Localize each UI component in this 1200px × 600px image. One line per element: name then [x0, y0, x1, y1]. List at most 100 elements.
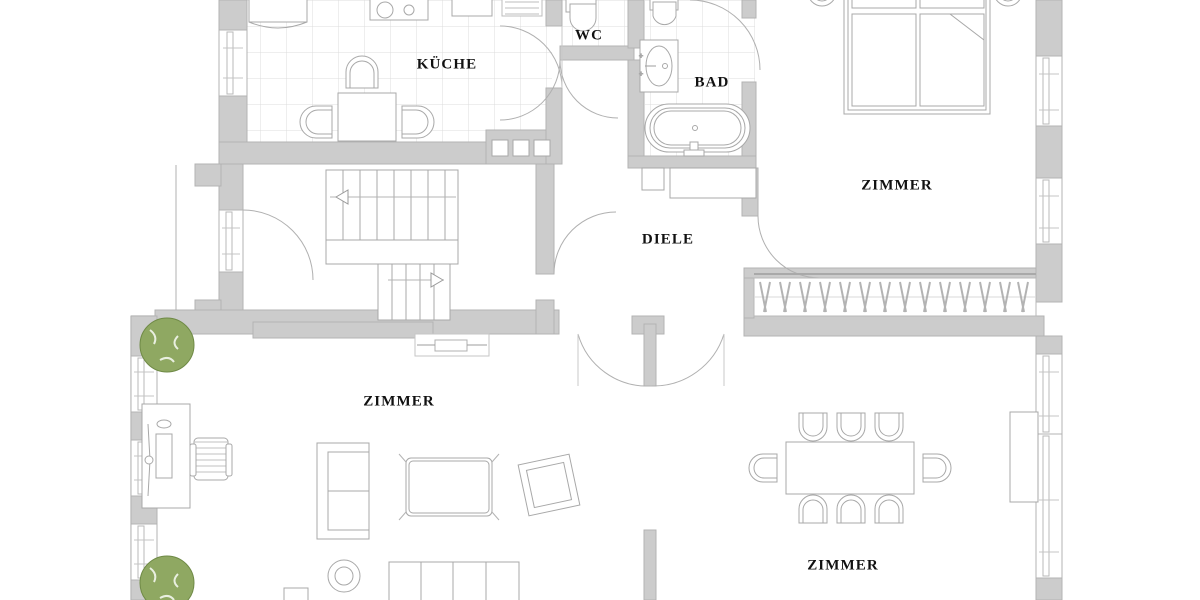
exterior-wall-right: [1035, 243, 1063, 303]
wall-segment: [252, 321, 434, 339]
wall-pier: [643, 529, 657, 600]
floor-fills: [247, 0, 755, 160]
pillow-left: [851, 0, 917, 9]
bad-counter: [669, 167, 757, 199]
radiator: [414, 333, 490, 357]
bathtub: [644, 103, 751, 157]
exterior-wall-right: [1035, 125, 1063, 179]
lounge-chair: [517, 453, 581, 517]
exterior-trees: [139, 317, 195, 600]
room-label-zimmer-living: ZIMMER: [363, 393, 435, 409]
svg-text:+: +: [639, 71, 643, 78]
duvet-fold: [948, 13, 985, 42]
desk-lamp-base: [144, 455, 154, 465]
bad-toilet-bowl: [652, 1, 677, 25]
side-table-round: [327, 559, 361, 593]
wardrobe: [753, 273, 1037, 317]
living-small-object: [283, 587, 309, 600]
dining-table: [785, 441, 915, 495]
nightstand-right: [995, 0, 1021, 7]
living-furniture: [141, 333, 581, 600]
kitchen-chair-left: [299, 105, 333, 139]
kitchen-chair-right: [401, 105, 435, 139]
kitchen-chair-top: [345, 55, 379, 89]
wall-segment: [559, 45, 635, 61]
room-label-zimmer-bed: ZIMMER: [861, 177, 933, 193]
door-diele-right: [757, 215, 821, 279]
toilet-bowl: [569, 3, 597, 32]
door-bad: [689, 0, 761, 71]
window-bedroom-right-1: [1035, 55, 1063, 127]
kitchen-table: [337, 92, 397, 142]
sink-basin-large: [376, 1, 394, 19]
dining-furniture: [748, 411, 1039, 524]
kitchen-stove: [451, 0, 493, 17]
kitchen-basin-edge: [248, 21, 308, 29]
bathtub-drain: [692, 125, 698, 131]
wall-segment: [743, 277, 755, 319]
door-wc: [559, 59, 619, 119]
mouse: [156, 419, 172, 429]
office-chair: [189, 437, 233, 481]
duvet-left: [851, 13, 917, 107]
window-bedroom-right-2: [1035, 177, 1063, 245]
room-label-wc: WC: [575, 27, 603, 43]
window-stair-left: [218, 209, 244, 273]
coffee-table: [398, 453, 500, 521]
nightstand-left: [809, 0, 835, 7]
room-labels: KÜCHE WC BAD DIELE ZIMMER ZIMMER ZIMMER: [363, 27, 933, 573]
stair-arrow-up-icon: [430, 272, 444, 288]
tree-lower-icon: [139, 555, 195, 600]
pillow-right: [919, 0, 985, 9]
monitor: [155, 433, 173, 479]
washbasin-drain: [662, 63, 668, 69]
wardrobe-hangers: [759, 281, 1029, 313]
door-dining: [651, 333, 725, 387]
window-dining-right-2: [1035, 433, 1063, 579]
door-swings: [242, 0, 821, 387]
wall-segment: [743, 315, 1045, 337]
bedroom-fixtures: [809, 0, 1021, 115]
wall-segment: [741, 0, 757, 19]
armchair: [316, 442, 370, 540]
wall-segment: [545, 0, 563, 27]
tree-upper-icon: [139, 317, 195, 373]
desk: [141, 403, 191, 509]
room-label-bad: BAD: [695, 74, 730, 90]
room-label-diele: DIELE: [642, 231, 694, 247]
kitchen-cabinet: [248, 0, 308, 23]
door-kitchen: [499, 25, 563, 89]
wall-pier: [643, 323, 657, 387]
kitchen-niche-cabinets: [491, 139, 551, 157]
door-stairhall: [242, 209, 314, 281]
door-living: [577, 333, 651, 387]
sofa-four-seat: [388, 561, 520, 600]
wall-segment: [535, 299, 555, 335]
door-kitchen-arc-2: [499, 59, 561, 121]
exterior-wall-right: [1035, 0, 1063, 57]
svg-text:+: +: [639, 53, 643, 60]
kitchen-cabinet-lines: [501, 0, 543, 17]
wall-return: [194, 163, 222, 187]
staircase: [325, 169, 459, 321]
wc-fixtures: [565, 0, 597, 32]
exterior-wall-right: [1035, 577, 1063, 600]
exterior-wall-right: [1035, 335, 1063, 355]
bathtub-tap-base: [683, 149, 705, 157]
wall-segment: [627, 155, 757, 169]
stair-arrow-down-icon: [335, 189, 349, 205]
room-label-kueche: KÜCHE: [417, 55, 478, 72]
wall-segment: [218, 163, 244, 211]
sink-basin-small: [403, 4, 415, 16]
bad-stool: [641, 167, 665, 191]
walls: [130, 0, 1063, 600]
wall-segment: [218, 0, 248, 31]
kitchen-fixtures: [248, 0, 551, 157]
window-dining-right-1: [1035, 353, 1063, 435]
door-diele-left: [553, 211, 617, 275]
kitchen-floor-tiles: [247, 0, 552, 142]
sideboard: [1009, 411, 1039, 503]
bad-fixtures: + +: [639, 0, 757, 199]
